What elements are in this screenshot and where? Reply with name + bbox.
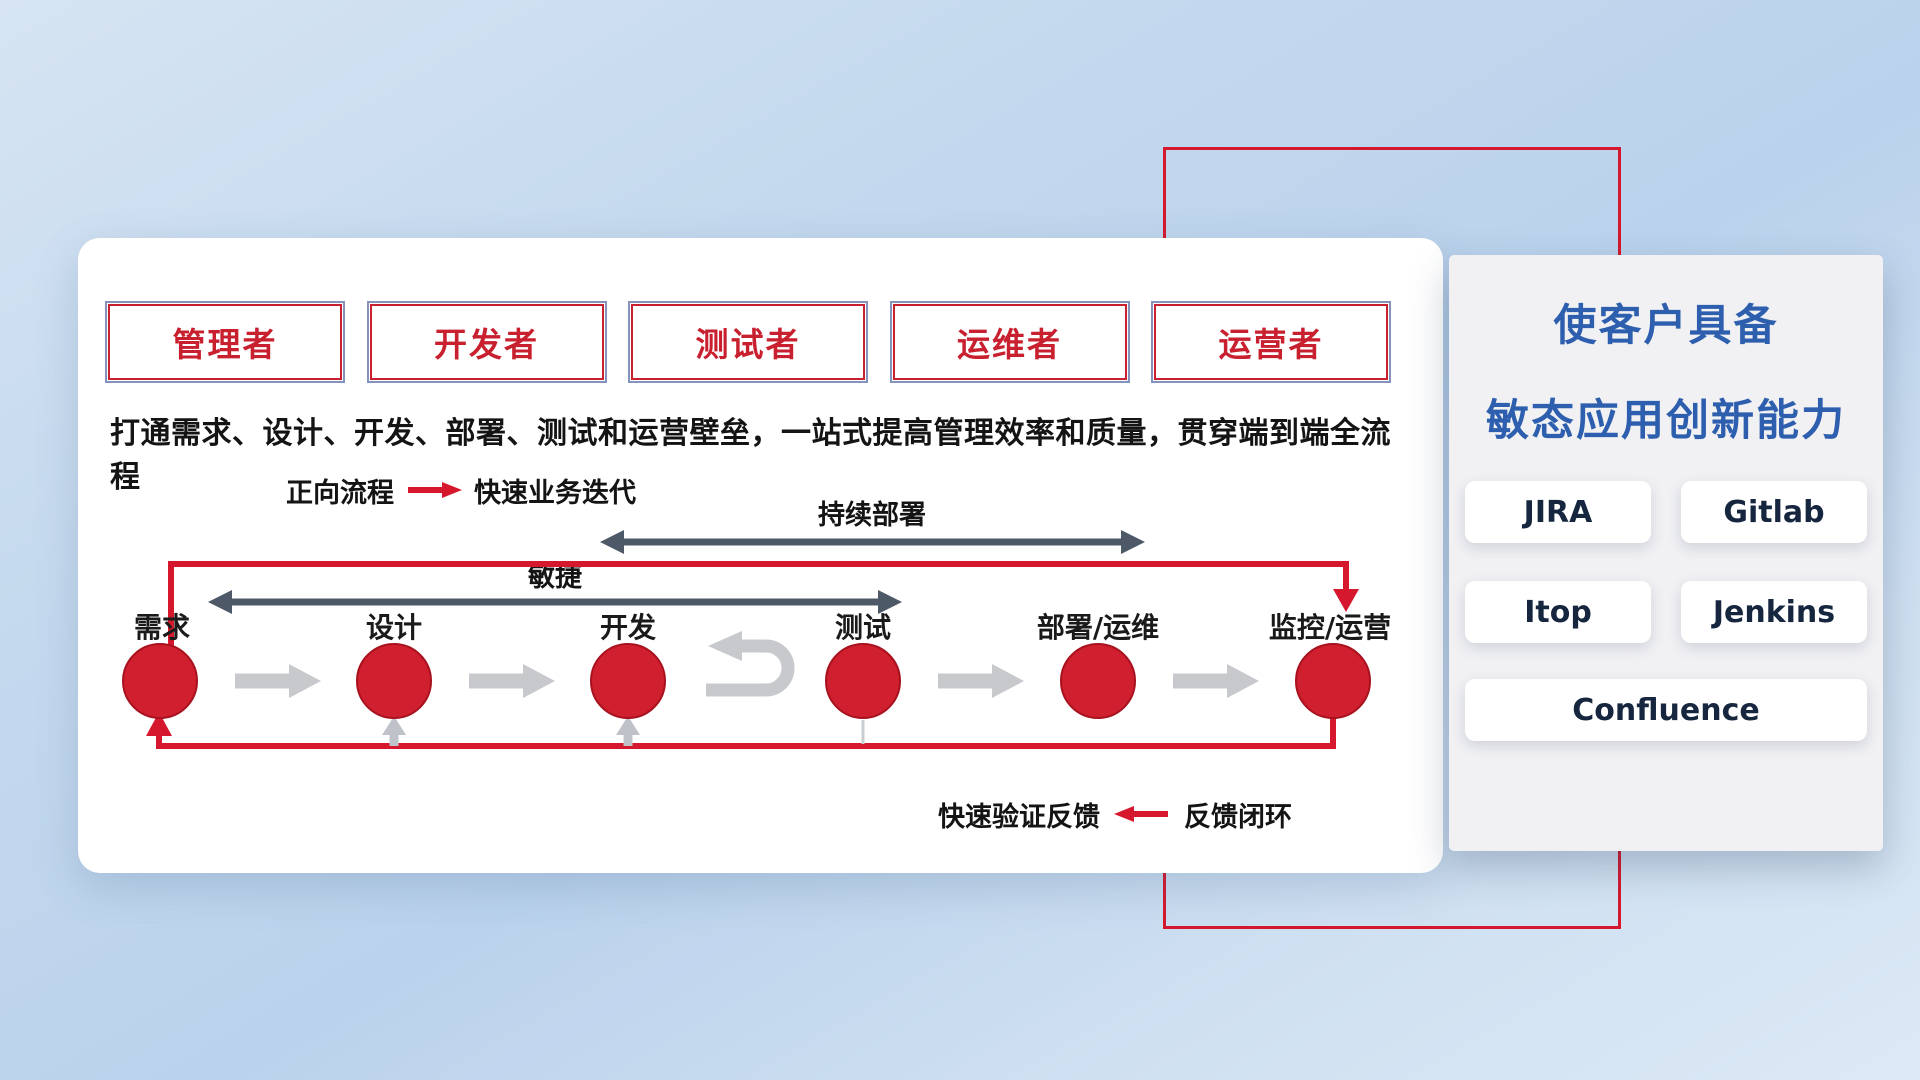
process-flow-diagram: 持续部署 敏捷 [122, 499, 1391, 749]
role-box-operator: 运营者 [1151, 301, 1391, 383]
legend-feedback-value: 快速验证反馈 [938, 801, 1100, 833]
tool-card-itop: Itop [1465, 581, 1651, 643]
legend-feedback-label: 反馈闭环 [1184, 801, 1292, 833]
tool-card-confluence: Confluence [1465, 679, 1867, 741]
tool-card-jenkins: Jenkins [1681, 581, 1867, 643]
flow-subtitle: 打通需求、设计、开发、部署、测试和运营壁垒，一站式提高管理效率和质量，贯穿端到端… [110, 416, 1391, 495]
stage-label-test: 测试 [835, 611, 891, 644]
stage-label-requirements: 需求 [134, 611, 190, 644]
stage-arrow-1 [235, 664, 321, 698]
stage-circle-monitor-ops [1295, 643, 1371, 719]
stage-label-deploy-ops: 部署/运维 [1037, 611, 1159, 644]
stage-label-monitor-ops: 监控/运营 [1269, 611, 1391, 644]
feedback-connector-develop [616, 716, 640, 746]
capability-title-line2: 敏态应用创新能力 [1486, 396, 1846, 446]
legend-forward-flow: 正向流程 快速业务迭代 [286, 472, 636, 509]
tool-card-jira: JIRA [1465, 481, 1651, 543]
feedback-arrow-icon [1114, 806, 1168, 822]
stage-arrow-3 [938, 664, 1024, 698]
continuous-deploy-arrow [600, 530, 1145, 554]
legend-forward-label: 正向流程 [286, 477, 394, 509]
devops-flow-panel: 管理者 开发者 测试者 运维者 运营者 打通需求、设计、开发、部署、测试和运营壁… [78, 238, 1443, 873]
stage-circle-develop [590, 643, 666, 719]
feedback-loop-line [146, 712, 1336, 749]
capability-title-line1: 使客户具备 [1553, 301, 1779, 351]
role-box-tester: 测试者 [628, 301, 868, 383]
stage-circle-requirements [122, 643, 198, 719]
role-box-ops: 运维者 [889, 301, 1130, 383]
agile-arrow [208, 590, 902, 614]
tool-row-1: JIRA Gitlab [1465, 481, 1867, 543]
roles-row: 管理者 开发者 测试者 运维者 运营者 [105, 301, 1391, 383]
tool-card-gitlab: Gitlab [1681, 481, 1867, 543]
customer-capability-panel: 使客户具备 敏态应用创新能力 JIRA Gitlab Itop Jenkins … [1449, 255, 1883, 851]
agile-label: 敏捷 [527, 562, 583, 593]
stage-arrow-4 [1173, 664, 1259, 698]
legend-forward-value: 快速业务迭代 [474, 477, 636, 509]
tool-row-2: Itop Jenkins [1465, 581, 1867, 643]
stage-circle-test [825, 643, 901, 719]
legend-feedback-loop: 快速验证反馈 反馈闭环 [938, 796, 1292, 833]
capability-title: 使客户具备 敏态应用创新能力 [1449, 279, 1883, 469]
stage-circle-design [356, 643, 432, 719]
stage-label-develop: 开发 [600, 611, 656, 644]
feedback-connector-design [382, 716, 406, 746]
stage-label-design: 设计 [366, 611, 422, 644]
forward-arrow-icon [408, 482, 462, 498]
forward-loop-line [168, 561, 1359, 648]
iteration-loop-icon [706, 631, 795, 697]
continuous-deploy-label: 持续部署 [818, 499, 926, 531]
stage-arrow-2 [469, 664, 555, 698]
role-box-developer: 开发者 [366, 301, 607, 383]
stage-circle-deploy-ops [1060, 643, 1136, 719]
role-box-manager: 管理者 [105, 301, 345, 383]
tool-row-3: Confluence [1465, 679, 1867, 741]
